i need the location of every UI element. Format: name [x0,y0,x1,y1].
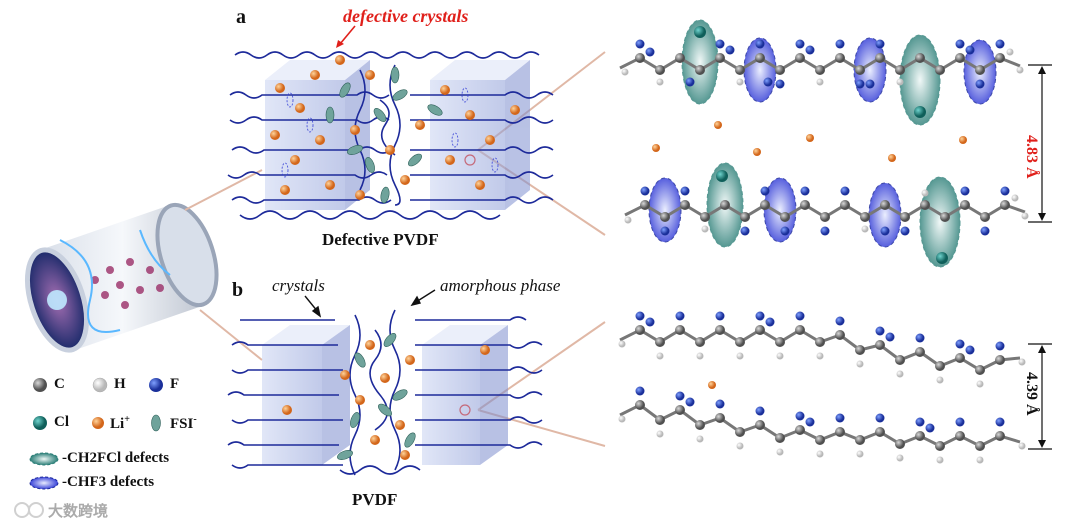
legend-fsi-text: FSI [170,416,194,432]
panel-a-label: a [236,6,246,28]
distance-label-b: 4.39 Å [1023,372,1040,416]
legend-hydrogen-label: H [114,376,126,392]
pvdf-structure [227,309,543,476]
legend-lithium-symbol [92,417,104,429]
battery-illustration [25,202,219,353]
defective-pvdf-structure [227,51,554,220]
legend-chlorine-label: Cl [54,414,69,430]
legend-carbon-label: C [54,376,65,392]
defective-crystals-annotation: defective crystals [343,6,469,26]
distance-label-a: 4.83 Å [1023,135,1040,179]
molecular-model-defective [619,19,1052,268]
watermark-logo [14,502,44,518]
legend-lithium-text: Li [110,416,125,432]
legend-lithium-sup: + [124,414,130,425]
watermark-text: 大数跨境 [48,502,109,520]
legend-fsi-sup: - [193,414,197,425]
legend-fluorine-label: F [170,376,180,392]
legend-symbols [29,377,163,490]
legend-chf3-defect-symbol [29,476,59,490]
legend-hydrogen-symbol [92,377,108,393]
panel-b-label: b [232,279,244,301]
legend-fluorine-symbol [149,378,163,392]
crystals-annotation: crystals [272,276,325,295]
legend-carbon-symbol [33,378,47,392]
legend-fsi-label: FSI- [170,414,197,433]
defective-crystals-arrow [336,25,356,48]
legend-fsi-symbol [151,414,161,432]
defective-pvdf-caption: Defective PVDF [322,230,439,249]
legend-ch2fcl-defects-label: -CH2FCl defects [62,450,170,466]
legend-chlorine-symbol [33,416,47,430]
amorphous-phase-annotation: amorphous phase [440,276,561,295]
pvdf-caption: PVDF [352,490,398,509]
amorphous-phase-arrow [410,289,436,307]
legend-lithium-label: Li+ [110,414,130,433]
legend-chf3-defects-label: -CHF3 defects [62,474,155,490]
crystals-arrow [304,295,322,318]
legend-ch2fcl-defect-symbol [29,452,59,466]
molecular-model-pvdf [618,311,1052,464]
